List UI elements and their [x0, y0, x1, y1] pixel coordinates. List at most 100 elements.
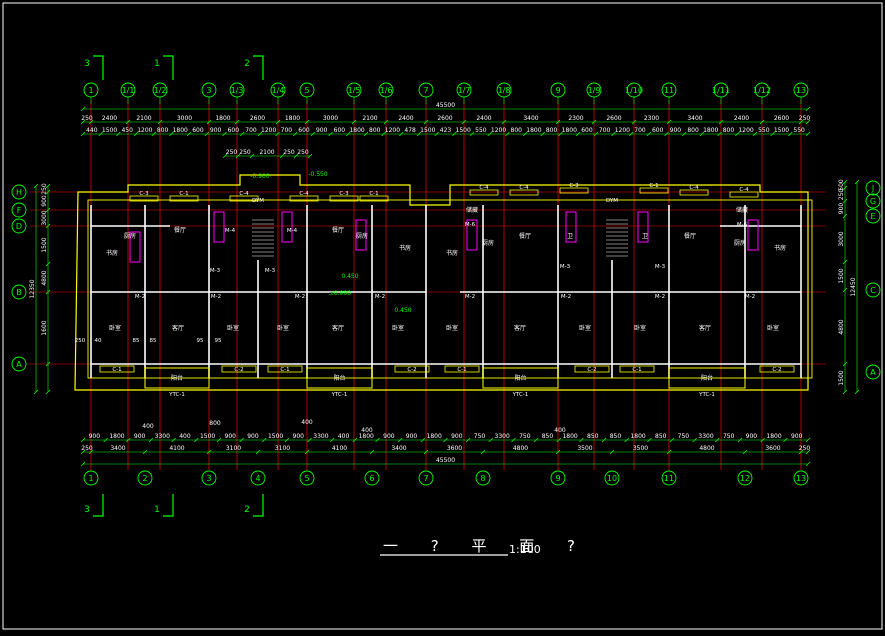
dim-top-row1-tick	[304, 119, 310, 125]
dim-top-row2-label: 1200	[738, 127, 753, 134]
dim-top-row1-label: 1800	[215, 115, 230, 122]
dim-bottom-row1-label: 900	[746, 433, 758, 440]
dim-left-tick	[45, 389, 51, 395]
dim-top-row1-tick	[157, 119, 163, 125]
window-bottom-label: C-1	[112, 367, 121, 373]
room-label: 客厅	[514, 324, 526, 332]
room-label: 卧室	[109, 324, 121, 332]
inner-outline	[87, 199, 813, 379]
dim-bottom-row2-label: 4800	[699, 445, 714, 452]
dim-top-row1-tick	[125, 119, 131, 125]
dim-top-row2-tick	[681, 131, 687, 137]
axis-bubble-top-8-circle	[378, 82, 394, 98]
door-label: M-2	[465, 294, 475, 300]
dim-bottom-row2-label: 3400	[110, 445, 125, 452]
dim-right-tick	[842, 389, 848, 395]
dim-left-overall-label: 12350	[29, 279, 36, 298]
section-mark-top-0-mark	[93, 55, 104, 80]
dim-bottom-row2-tick	[666, 449, 672, 455]
dim-bottom-row2-tick	[609, 449, 615, 455]
dim-top-row1-label: 2100	[136, 115, 151, 122]
door-label: M-4	[287, 228, 298, 234]
section-mark-top-0-text: 3	[84, 59, 90, 69]
dim-bottom-row2-tick	[304, 449, 310, 455]
room-label: 卧室	[579, 324, 591, 332]
dim-top-row3-label: 250	[226, 149, 238, 156]
dim-top-row2-label: 1200	[491, 127, 506, 134]
dim-top-row2-label: 1200	[261, 127, 276, 134]
dim-top-row2-label: 800	[546, 127, 558, 134]
dim-top-row1-tick	[461, 119, 467, 125]
dim-right-tick	[842, 287, 848, 293]
balcony-label: 阳台	[514, 374, 526, 382]
room-label: 书房	[106, 249, 118, 257]
dim-top-row2-tick	[80, 131, 86, 137]
window-bottom-0	[99, 365, 135, 373]
dim-top-row1-label: 1800	[285, 115, 300, 122]
dim-bottom-row1-tick	[375, 437, 380, 443]
dim-top-row1-label: 2600	[774, 115, 789, 122]
axis-bubble-row-right-A-circle	[865, 364, 881, 380]
dim-top-row2-label: 478	[404, 127, 416, 134]
dim-top-row2-tick	[345, 131, 351, 137]
dim-top-row2-label: 800	[157, 127, 169, 134]
door-label: M-3	[265, 268, 276, 274]
ytc-label: YTC-1	[331, 392, 348, 398]
dim-top-row2-label: 1500	[420, 127, 435, 134]
axis-bubble-bottom-8-circle	[550, 470, 566, 486]
room-label: 客厅	[332, 324, 344, 332]
axis-bubble-top-4-circle	[229, 82, 245, 98]
door-label: M-4	[225, 228, 236, 234]
room-label: 餐厅	[519, 232, 531, 240]
door-label: M-2	[561, 294, 571, 300]
axis-bubble-bottom-10-text: 11	[664, 474, 674, 483]
dim-top-row2-label: 550	[793, 127, 805, 134]
dim-top-row1-label: 2100	[362, 115, 377, 122]
axis-bubble-bottom-6-circle	[418, 470, 434, 486]
axis-bubble-row-right-G-text: G	[870, 197, 876, 206]
dim-top-row2-tick	[593, 131, 599, 137]
dim-bottom-row2-label: 4100	[332, 445, 347, 452]
dim-bottom-row1-tick	[329, 437, 335, 443]
dim-left-label: 1500	[41, 237, 48, 252]
dimension-lines	[33, 106, 860, 467]
axis-bubble-top-5-text: 1/4	[272, 86, 285, 95]
dim-bottom-row1-tick	[601, 437, 607, 443]
fixture-7	[747, 219, 759, 251]
dim-top-row2-label: 700	[245, 127, 257, 134]
fixture-1	[213, 211, 225, 243]
dim-top-row2-tick	[788, 131, 793, 137]
room-label: 书房	[399, 244, 411, 252]
axis-bubble-bottom-12-circle	[793, 470, 809, 486]
dim-top-row1-label: 2600	[437, 115, 452, 122]
dim-top-row2-label: 600	[581, 127, 593, 134]
dim-bottom-row1-tick	[647, 437, 652, 443]
room-label: 客厅	[699, 324, 711, 332]
dim-bottom-row1-tick	[669, 437, 675, 443]
dim-top-row2-tick	[452, 131, 457, 137]
axis-bubble-top-11-circle	[496, 82, 512, 98]
axis-bubble-top-10-circle	[456, 82, 472, 98]
dim-bottom-row1-tick	[171, 437, 176, 443]
dim-top-row1-tick	[501, 119, 507, 125]
room-label: 书房	[446, 249, 458, 257]
walls	[74, 174, 813, 391]
window-bottom-7	[759, 365, 795, 373]
dim-bottom-row1-label: 850	[655, 433, 667, 440]
dim-bottom-row1-tick	[624, 437, 630, 443]
dim-top-row2-label: 1800	[173, 127, 188, 134]
dim-left-overall-tick	[33, 389, 39, 395]
dim-left-label: 1600	[41, 320, 48, 335]
window-bottom-label: C-2	[772, 367, 781, 373]
dim-top-row2-label: 600	[298, 127, 310, 134]
dim-top-row1-label: 3000	[323, 115, 338, 122]
dim-top-row1-tick	[631, 119, 637, 125]
dim-top-row2-tick	[699, 131, 705, 137]
dim-top-row2-label: 800	[723, 127, 735, 134]
dim-top-row1-label: 250	[799, 115, 811, 122]
window-top-label: C-3	[139, 191, 149, 197]
axis-bubble-bottom-5-text: 6	[369, 474, 374, 483]
axis-bubble-top-1-text: 1/1	[122, 86, 135, 95]
axis-bubble-top-12-text: 9	[555, 86, 560, 95]
